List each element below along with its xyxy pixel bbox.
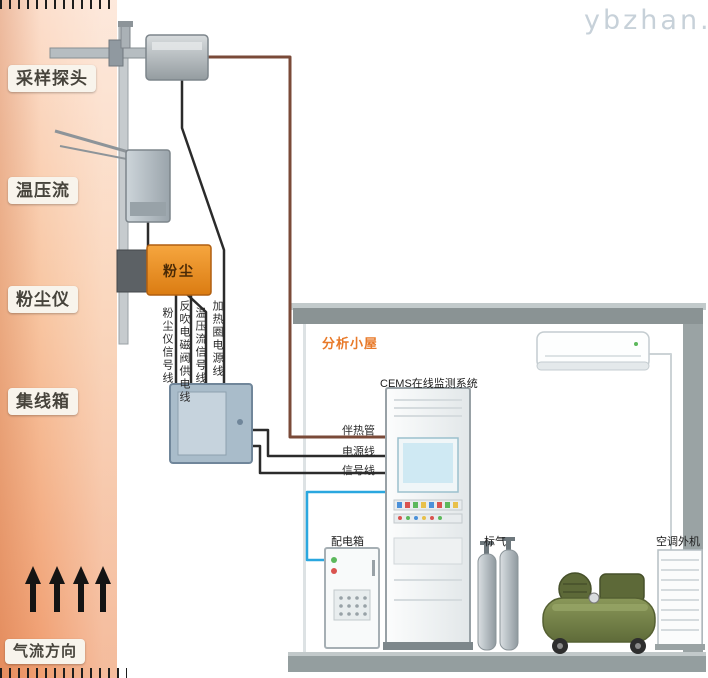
shed-floor [288, 656, 706, 672]
junction-box [169, 383, 253, 464]
chimney-bottom-hatch [0, 668, 127, 678]
shed-roof [293, 308, 703, 324]
label-heated-sample-line: 伴热管 [342, 425, 375, 437]
label-heater-power-cable: 加热圈电源线 [211, 300, 223, 378]
indoor-ac-unit [536, 331, 650, 371]
label-sampling-probe: 采样探头 [8, 65, 96, 92]
wires [146, 55, 672, 562]
label-standard-gas: 标气 [484, 536, 506, 548]
power-line-wire [249, 428, 394, 458]
chimney-top-hatch [0, 0, 112, 9]
label-junction-box: 集线箱 [8, 388, 78, 415]
watermark: ybzhan.cn [584, 5, 708, 36]
label-dust-signal-cable: 粉尘仪信号线 [161, 307, 173, 385]
heated-sample-line-wire [204, 55, 394, 439]
blue-signal-wire [305, 490, 394, 562]
outdoor-ac-unit [655, 549, 705, 650]
heater-power-wire [180, 78, 226, 386]
shed-roof-lip [290, 303, 706, 310]
dust-meter-face-text: 粉尘 [163, 263, 195, 279]
tpf-sensor [54, 129, 171, 223]
dust-meter [116, 244, 212, 296]
label-blowback-valve-cable: 反吹电磁阀供电线 [178, 300, 190, 404]
label-tpf-sensor: 温压流 [8, 177, 78, 204]
label-power-box: 配电箱 [331, 536, 364, 548]
label-power-line: 电源线 [342, 446, 375, 458]
airflow-arrows [25, 566, 111, 612]
cems-cabinet [383, 387, 473, 650]
air-compressor [542, 572, 656, 654]
label-tpf-signal-cable: 温压流信号线 [194, 307, 206, 385]
analysis-shed [288, 303, 706, 672]
signal-line-wire [249, 444, 394, 475]
power-distribution-box [324, 547, 380, 649]
shed-floor-edge [288, 652, 706, 657]
gas-cylinders [477, 537, 519, 651]
label-analysis-shed: 分析小屋 [322, 336, 379, 351]
label-outdoor-ac: 空调外机 [656, 536, 700, 548]
label-cems-system: CEMS在线监测系统 [380, 378, 478, 390]
sampling-probe [49, 21, 209, 81]
chimney-stack [0, 0, 117, 678]
label-signal-line: 信号线 [342, 465, 375, 477]
ac-refrigerant-line [647, 353, 672, 553]
shed-left-wall [303, 324, 306, 652]
label-dust-meter: 粉尘仪 [8, 286, 78, 313]
label-airflow-direction: 气流方向 [5, 639, 86, 664]
